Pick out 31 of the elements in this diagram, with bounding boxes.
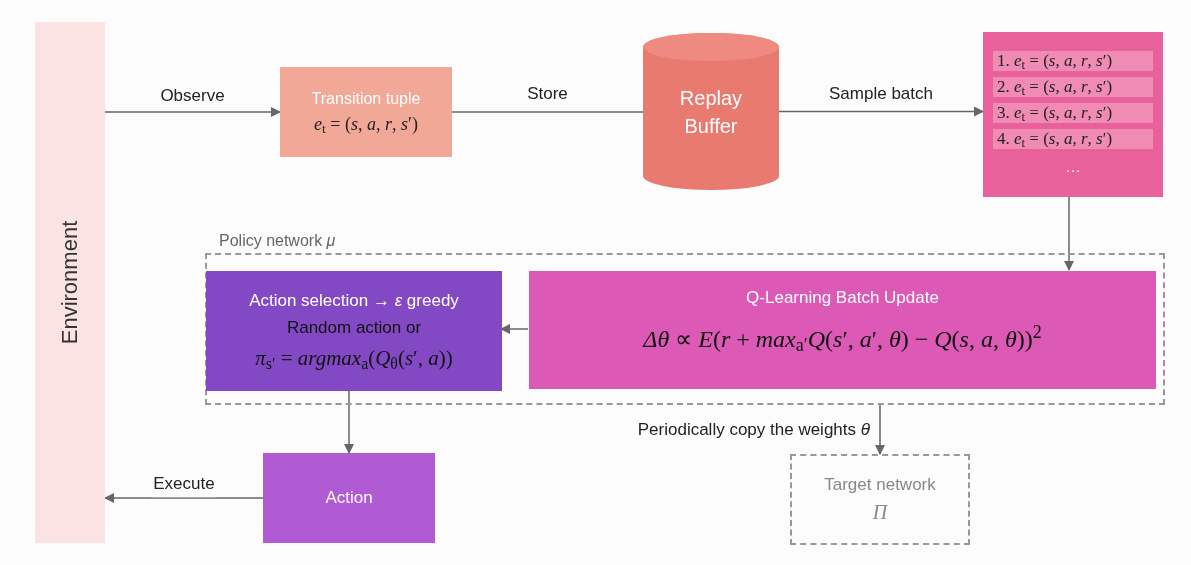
batch-entry: 2. e$_{t}$ = (s, a, r, s′) bbox=[993, 76, 1153, 97]
environment-bar bbox=[35, 22, 105, 543]
arrow bbox=[778, 106, 984, 117]
arrow bbox=[344, 389, 354, 454]
q-learning-box bbox=[529, 271, 1156, 389]
ellipsis: … bbox=[1065, 156, 1081, 177]
formula: Δθ ∝ E(r + max$_{a′}$Q(s′, a′, θ) − Q(s, a, θ))$^{2}$ bbox=[643, 320, 1042, 357]
action-selection-box bbox=[206, 271, 502, 391]
arrow bbox=[104, 107, 281, 117]
cylinder-label: Replay Buffer bbox=[679, 86, 743, 137]
box-title: Q-Learning Batch Update bbox=[746, 287, 939, 309]
box-text: Action selection → ε greedy bbox=[249, 289, 459, 312]
formula: π$_{s′}$ = argmax$_{a}$(Q$_{θ}$(s′, a)) bbox=[255, 344, 453, 374]
sample-batch-box bbox=[983, 32, 1163, 197]
environment-label: Environment bbox=[57, 220, 83, 345]
batch-entry: 3. e$_{t}$ = (s, a, r, s′) bbox=[993, 102, 1153, 123]
group-title: Policy network μ bbox=[219, 231, 336, 251]
action-box bbox=[263, 453, 435, 543]
symbol: Π bbox=[872, 500, 888, 526]
formula: e$_{t}$ = (s, a, r, s′) bbox=[314, 112, 418, 138]
box-title: Transition tuple bbox=[311, 88, 421, 109]
batch-entry: 4. e$_{t}$ = (s, a, r, s′) bbox=[993, 128, 1153, 149]
transition-box bbox=[280, 67, 452, 157]
box-label: Action bbox=[325, 487, 373, 510]
arrow bbox=[875, 404, 885, 455]
target-network-box bbox=[790, 454, 970, 545]
batch-entry: 1. e$_{t}$ = (s, a, r, s′) bbox=[993, 50, 1153, 71]
arrow bbox=[1064, 196, 1074, 271]
arrow bbox=[104, 493, 264, 503]
box-title: Target network bbox=[824, 473, 936, 496]
box-text: Random action or bbox=[286, 317, 422, 340]
